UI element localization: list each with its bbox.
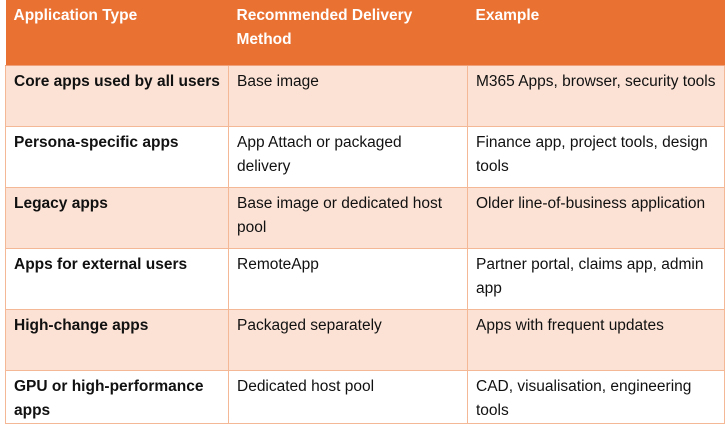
table-container: Application Type Recommended Delivery Me… (5, 0, 725, 424)
table-row: Apps for external users RemoteApp Partne… (5, 248, 725, 310)
table-row: Legacy apps Base image or dedicated host… (5, 187, 725, 249)
header-row: Application Type Recommended Delivery Me… (5, 0, 725, 66)
cell-example: M365 Apps, browser, security tools (467, 65, 725, 127)
header-application-type: Application Type (5, 0, 229, 66)
app-delivery-table: Application Type Recommended Delivery Me… (5, 0, 725, 424)
cell-application-type: Persona-specific apps (5, 126, 229, 188)
cell-example: Partner portal, claims app, admin app (467, 248, 725, 310)
table-row: High-change apps Packaged separately App… (5, 309, 725, 371)
cell-delivery-method: RemoteApp (228, 248, 468, 310)
cell-delivery-method: Base image or dedicated host pool (228, 187, 468, 249)
cell-example: Finance app, project tools, design tools (467, 126, 725, 188)
table-row: GPU or high-performance apps Dedicated h… (5, 370, 725, 424)
table-row: Persona-specific apps App Attach or pack… (5, 126, 725, 188)
cell-example: Older line-of-business application (467, 187, 725, 249)
cell-example: Apps with frequent updates (467, 309, 725, 371)
cell-application-type: High-change apps (5, 309, 229, 371)
cell-delivery-method: Dedicated host pool (228, 370, 468, 424)
cell-delivery-method: App Attach or packaged delivery (228, 126, 468, 188)
cell-application-type: Core apps used by all users (5, 65, 229, 127)
header-example: Example (467, 0, 725, 66)
cell-delivery-method: Packaged separately (228, 309, 468, 371)
cell-delivery-method: Base image (228, 65, 468, 127)
cell-application-type: Apps for external users (5, 248, 229, 310)
cell-example: CAD, visualisation, engineering tools (467, 370, 725, 424)
cell-application-type: GPU or high-performance apps (5, 370, 229, 424)
cell-application-type: Legacy apps (5, 187, 229, 249)
header-delivery-method: Recommended Delivery Method (228, 0, 468, 66)
table-row: Core apps used by all users Base image M… (5, 65, 725, 127)
